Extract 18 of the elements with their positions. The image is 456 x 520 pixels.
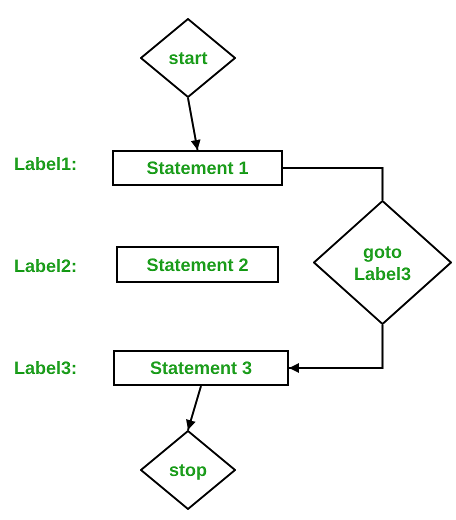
decision-diamond xyxy=(313,200,452,325)
node-text: Statement 3 xyxy=(148,357,254,379)
node-text: stop xyxy=(168,459,208,481)
line-label: Label3: xyxy=(14,357,78,379)
node-text: Statement 2 xyxy=(145,254,250,276)
decision-diamond xyxy=(140,430,236,510)
process-box xyxy=(113,350,289,386)
line-label: Label1: xyxy=(14,153,78,175)
process-box xyxy=(112,150,283,186)
node-text: Statement 1 xyxy=(145,157,250,179)
arrow xyxy=(186,386,202,430)
process-box xyxy=(116,246,279,283)
node-text: start xyxy=(167,47,208,69)
node-text: goto Label3 xyxy=(352,240,412,284)
arrow xyxy=(289,325,384,373)
decision-diamond xyxy=(140,18,236,98)
arrow xyxy=(187,98,201,150)
line-label: Label2: xyxy=(14,255,78,277)
